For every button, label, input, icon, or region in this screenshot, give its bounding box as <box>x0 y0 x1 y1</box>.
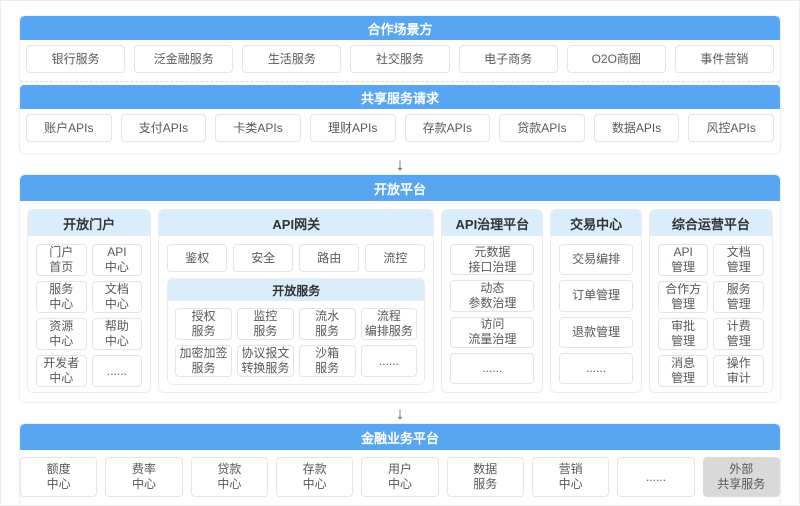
node-billing-management: 计费 管理 <box>713 318 765 350</box>
node-life-services: 生活服务 <box>242 45 342 73</box>
open-services-subcard: 开放服务 授权 服务 监控 服务 流水 服务 流程 编排服务 加密加签 服务 协… <box>167 278 426 385</box>
node-service-management: 服务 管理 <box>713 281 765 313</box>
column-api-gateway: API网关 鉴权 安全 路由 流控 开放服务 授权 服务 监控 服务 流水 服务 <box>158 209 435 393</box>
node-risk-apis: 风控APIs <box>688 114 774 142</box>
node-metadata-interface-governance: 元数据 接口治理 <box>450 244 535 276</box>
node-event-marketing: 事件营销 <box>674 45 774 73</box>
partners-section: 合作场景方 银行服务 泛金融服务 生活服务 社交服务 电子商务 O2O商圈 事件… <box>19 15 781 154</box>
node-financial-more: ...... <box>617 457 695 497</box>
node-user-center: 用户 中心 <box>361 457 439 497</box>
open-portal-grid: 门户 首页 API 中心 服务 中心 文档 中心 资源 中心 帮助 中心 开发者… <box>28 236 150 392</box>
node-rate-center: 费率 中心 <box>105 457 183 497</box>
column-open-portal: 开放门户 门户 首页 API 中心 服务 中心 文档 中心 资源 中心 帮助 中… <box>27 209 152 393</box>
node-sandbox-service: 沙箱 服务 <box>298 345 356 377</box>
node-api-management: API 管理 <box>657 244 709 276</box>
open-platform-header: 开放平台 <box>20 175 780 201</box>
node-marketing-center: 营销 中心 <box>531 457 610 497</box>
node-process-orchestration-service: 流程 编排服务 <box>360 308 418 340</box>
financial-platform-row: 额度 中心 费率 中心 贷款 中心 存款 中心 用户 中心 数据 服务 营销 中… <box>20 450 780 505</box>
node-refund-management: 退款管理 <box>559 316 633 348</box>
node-transaction-more: ...... <box>559 352 633 384</box>
open-services-grid: 授权 服务 监控 服务 流水 服务 流程 编排服务 加密加签 服务 协议报文 转… <box>168 301 424 384</box>
node-encryption-signing-service: 加密加签 服务 <box>175 345 232 377</box>
node-doc-center: 文档 中心 <box>91 281 143 313</box>
node-developer-center: 开发者 中心 <box>36 355 87 387</box>
node-transaction-orchestration: 交易编排 <box>559 244 633 276</box>
operations-platform-header: 综合运营平台 <box>649 210 773 236</box>
node-flow-record-service: 流水 服务 <box>298 308 356 340</box>
node-account-apis: 账户APIs <box>26 114 112 142</box>
node-order-management: 订单管理 <box>559 280 633 312</box>
partners-section-header: 合作场景方 <box>20 16 780 40</box>
node-access-traffic-governance: 访问 流量治理 <box>450 316 535 348</box>
api-governance-stack: 元数据 接口治理 动态 参数治理 访问 流量治理 ...... <box>442 236 542 392</box>
node-routing: 路由 <box>299 244 360 272</box>
section-divider <box>20 81 780 82</box>
node-security: 安全 <box>233 244 294 272</box>
column-transaction-center: 交易中心 交易编排 订单管理 退款管理 ...... <box>550 209 642 393</box>
node-auth: 鉴权 <box>167 244 228 272</box>
node-approval-management: 审批 管理 <box>657 318 709 350</box>
transaction-center-header: 交易中心 <box>551 210 641 236</box>
node-partner-management: 合作方 管理 <box>657 281 709 313</box>
node-resource-center: 资源 中心 <box>36 318 87 350</box>
node-loan-apis: 贷款APIs <box>499 114 585 142</box>
api-gateway-header: API网关 <box>159 210 434 236</box>
node-help-center: 帮助 中心 <box>91 318 143 350</box>
node-service-center: 服务 中心 <box>36 281 87 313</box>
node-external-shared-services: 外部 共享服务 <box>702 457 780 497</box>
node-open-services-more: ...... <box>360 345 418 377</box>
partners-row: 银行服务 泛金融服务 生活服务 社交服务 电子商务 O2O商圈 事件营销 <box>20 40 780 78</box>
api-governance-header: API治理平台 <box>442 210 543 236</box>
shared-section-header: 共享服务请求 <box>20 85 780 109</box>
down-arrow-icon: ↓ <box>395 154 405 174</box>
open-services-header: 开放服务 <box>168 279 425 301</box>
node-authorization-service: 授权 服务 <box>175 308 232 340</box>
node-card-apis: 卡类APIs <box>215 114 301 142</box>
transaction-center-stack: 交易编排 订单管理 退款管理 ...... <box>551 236 640 392</box>
column-api-governance: API治理平台 元数据 接口治理 动态 参数治理 访问 流量治理 ...... <box>441 209 544 393</box>
gateway-functions-row: 鉴权 安全 路由 流控 <box>167 244 426 272</box>
node-message-management: 消息 管理 <box>657 355 709 387</box>
open-platform-section: 开放平台 开放门户 门户 首页 API 中心 服务 中心 文档 中心 资源 中心… <box>19 174 781 403</box>
node-dynamic-parameter-governance: 动态 参数治理 <box>450 280 535 312</box>
node-portal-more: ...... <box>91 355 143 387</box>
node-loan-center: 贷款 中心 <box>190 457 268 497</box>
node-api-center: API 中心 <box>91 244 143 276</box>
node-bank-services: 银行服务 <box>26 45 126 73</box>
open-platform-columns: 开放门户 门户 首页 API 中心 服务 中心 文档 中心 资源 中心 帮助 中… <box>20 201 780 402</box>
node-portal-home: 门户 首页 <box>36 244 87 276</box>
node-doc-management: 文档 管理 <box>713 244 765 276</box>
node-quota-center: 额度 中心 <box>20 457 98 497</box>
node-data-apis: 数据APIs <box>593 114 680 142</box>
node-governance-more: ...... <box>450 352 535 384</box>
node-data-service: 数据 服务 <box>446 457 524 497</box>
node-flow-control: 流控 <box>365 244 426 272</box>
financial-platform-header: 金融业务平台 <box>20 424 780 450</box>
node-o2o: O2O商圈 <box>566 45 666 73</box>
down-arrow-icon: ↓ <box>395 403 405 423</box>
node-ecommerce: 电子商务 <box>458 45 558 73</box>
node-social-services: 社交服务 <box>350 45 450 73</box>
financial-platform-section: 金融业务平台 额度 中心 费率 中心 贷款 中心 存款 中心 用户 中心 数据 … <box>19 423 781 505</box>
api-gateway-body: 鉴权 安全 路由 流控 开放服务 授权 服务 监控 服务 流水 服务 流程 编排… <box>159 236 433 392</box>
shared-apis-row: 账户APIs 支付APIs 卡类APIs 理财APIs 存款APIs 贷款API… <box>20 109 780 147</box>
node-payment-apis: 支付APIs <box>120 114 207 142</box>
column-operations-platform: 综合运营平台 API 管理 文档 管理 合作方 管理 服务 管理 审批 管理 计… <box>648 209 774 393</box>
open-portal-header: 开放门户 <box>28 210 151 236</box>
node-deposit-center: 存款 中心 <box>275 457 354 497</box>
node-monitoring-service: 监控 服务 <box>236 308 294 340</box>
node-wealth-apis: 理财APIs <box>309 114 396 142</box>
node-operation-audit: 操作 审计 <box>713 355 765 387</box>
operations-platform-grid: API 管理 文档 管理 合作方 管理 服务 管理 审批 管理 计费 管理 消息… <box>650 236 772 392</box>
node-deposit-apis: 存款APIs <box>404 114 491 142</box>
node-protocol-message-conversion-service: 协议报文 转换服务 <box>236 345 294 377</box>
node-pan-finance-services: 泛金融服务 <box>134 45 234 73</box>
